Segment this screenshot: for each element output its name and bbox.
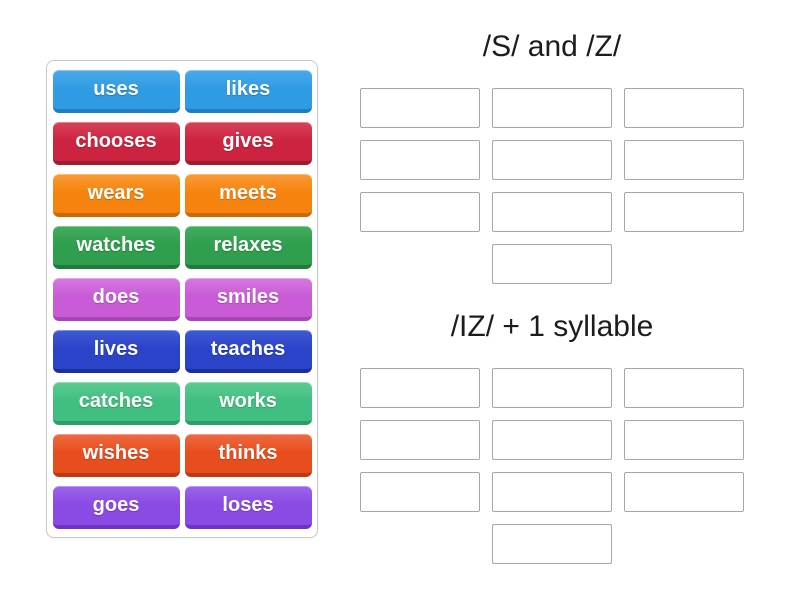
word-tile-loses[interactable]: loses (184, 486, 312, 529)
word-tile-watches[interactable]: watches (52, 226, 180, 269)
drop-slot[interactable] (360, 420, 480, 460)
group-title: /IZ/ + 1 syllable (450, 310, 654, 343)
drop-slot[interactable] (624, 472, 744, 512)
slot-grid (360, 88, 744, 284)
word-tile-wishes[interactable]: wishes (52, 434, 180, 477)
sort-group-iz-1-syllable: /IZ/ + 1 syllable (360, 306, 744, 564)
word-tile-uses[interactable]: uses (52, 70, 180, 113)
word-tile-does[interactable]: does (52, 278, 180, 321)
word-tile-teaches[interactable]: teaches (184, 330, 312, 373)
drop-slot[interactable] (624, 192, 744, 232)
drop-slot[interactable] (624, 420, 744, 460)
sort-group-s-and-z: /S/ and /Z/ (360, 26, 744, 284)
drop-slot[interactable] (492, 244, 612, 284)
drop-slot[interactable] (492, 192, 612, 232)
word-tile-likes[interactable]: likes (184, 70, 312, 113)
drop-slot[interactable] (624, 88, 744, 128)
drop-slot[interactable] (492, 472, 612, 512)
drop-slot[interactable] (492, 368, 612, 408)
drop-slot[interactable] (360, 472, 480, 512)
word-tile-gives[interactable]: gives (184, 122, 312, 165)
word-tile-smiles[interactable]: smiles (184, 278, 312, 321)
word-tile-chooses[interactable]: chooses (52, 122, 180, 165)
drop-slot[interactable] (360, 192, 480, 232)
drop-slot[interactable] (492, 420, 612, 460)
word-tile-thinks[interactable]: thinks (184, 434, 312, 477)
drop-slot[interactable] (492, 88, 612, 128)
word-tile-meets[interactable]: meets (184, 174, 312, 217)
word-tile-goes[interactable]: goes (52, 486, 180, 529)
drop-slot[interactable] (360, 88, 480, 128)
drop-slot[interactable] (360, 140, 480, 180)
word-tile-wears[interactable]: wears (52, 174, 180, 217)
word-tile-lives[interactable]: lives (52, 330, 180, 373)
drop-slot[interactable] (624, 140, 744, 180)
drop-slot[interactable] (360, 368, 480, 408)
drop-slot[interactable] (492, 524, 612, 564)
slot-grid (360, 368, 744, 564)
drop-slot[interactable] (624, 368, 744, 408)
word-tile-works[interactable]: works (184, 382, 312, 425)
drop-slot[interactable] (492, 140, 612, 180)
group-title: /S/ and /Z/ (482, 30, 622, 63)
word-tile-relaxes[interactable]: relaxes (184, 226, 312, 269)
word-tile-catches[interactable]: catches (52, 382, 180, 425)
